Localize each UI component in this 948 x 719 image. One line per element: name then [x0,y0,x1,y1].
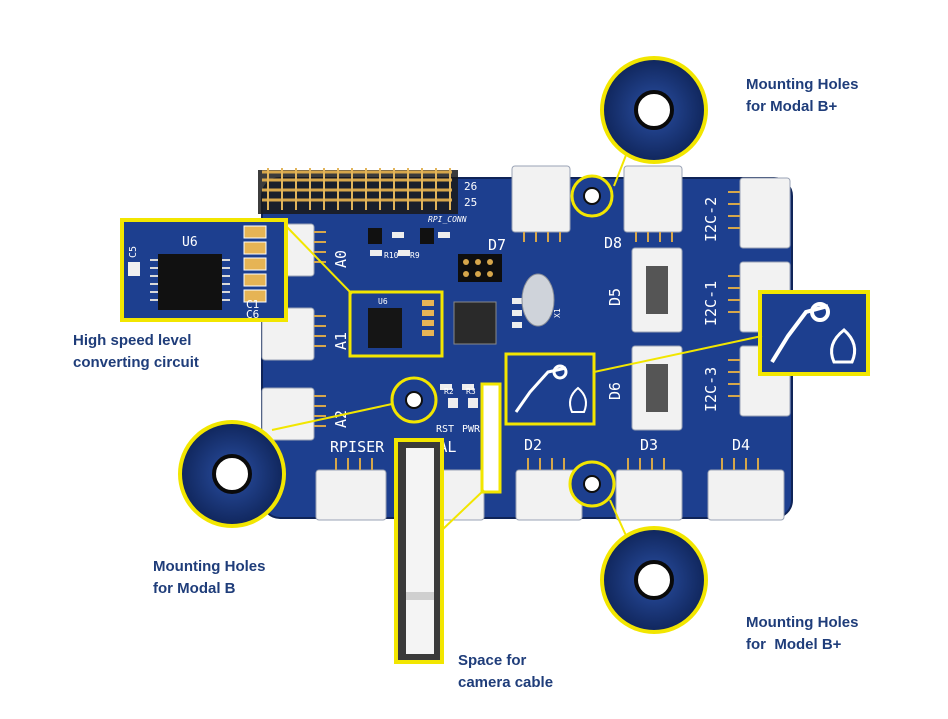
callout-line: High speed level [73,332,192,349]
robot-arm-logo [514,364,568,413]
callout-line: Mounting Holes [746,614,859,631]
header-pin-26-label: 26 [464,180,477,193]
port-d3-label: D3 [640,436,658,454]
mount-hole-zoom-left [178,403,393,528]
callout-line: for Modal B [153,580,236,597]
rpi-conn-label: RPI_CONN [428,215,467,224]
board-mounting-holes [390,174,616,508]
level-converter-highlight [348,290,444,358]
pwr-label: PWR [462,424,481,435]
callout-line: converting circuit [73,354,199,371]
bottom-connectors [315,469,785,521]
port-a0-label: A0 [332,250,350,268]
r2-label: R2 [444,387,454,396]
port-a1-label: A1 [332,332,350,350]
x1-label: X1 [553,308,562,318]
port-d7-label: D7 [488,236,506,254]
callout-line: for Model B+ [746,636,842,653]
smd-components [368,228,555,408]
port-i2c-2-label: I2C-2 [702,197,720,242]
port-d6-label: D6 [606,382,624,400]
mount-hole-zoom-bottom [600,499,708,634]
port-i2c-1-label: I2C-1 [702,281,720,326]
port-d4-label: D4 [732,436,750,454]
callout-line: Mounting Holes [746,76,859,93]
camera-leader [441,489,485,531]
zoom-c6-label: C6 [246,308,259,321]
header-pin-25-label: 25 [464,196,477,209]
r10-label: R10 [384,251,399,260]
port-d8-label: D8 [604,234,622,252]
rst-label: RST [436,424,454,435]
callout-line: camera cable [458,674,554,691]
port-a2-label: A2 [332,410,350,428]
logo-leader [593,335,763,373]
callout-line: for Modal B+ [746,98,838,115]
port-i2c-3-label: I2C-3 [702,367,720,412]
level-converter-chip [368,308,402,348]
callout-level-converter: High speed level converting circuit [73,330,199,374]
chip-u6-label: U6 [378,297,388,306]
gpio-header [258,168,458,214]
mount-hole-zoom-top [600,56,708,187]
port-d2-label: D2 [524,436,542,454]
camera-slot-small [480,382,502,494]
level-converter-leader [285,225,353,295]
callout-mount-b: Mounting Holes for Modal B [153,556,266,600]
logo-highlight [504,352,596,426]
callout-mount-b-plus-bottom: Mounting Holes for Model B+ [746,612,859,656]
callout-mount-b-plus-top: Mounting Holes for Modal B+ [746,74,859,118]
r9-label: R9 [410,251,420,260]
top-connectors [511,165,683,233]
r3-label: R3 [466,387,476,396]
zoom-c1-label: C1 [246,298,259,311]
port-d5-label: D5 [606,288,624,306]
callout-line: Space for [458,652,527,669]
zoom-c5-label: C5 [128,246,139,258]
callout-camera-space: Space for camera cable [458,650,553,694]
callout-line: Mounting Holes [153,558,266,575]
zoom-u6-label: U6 [182,235,198,250]
